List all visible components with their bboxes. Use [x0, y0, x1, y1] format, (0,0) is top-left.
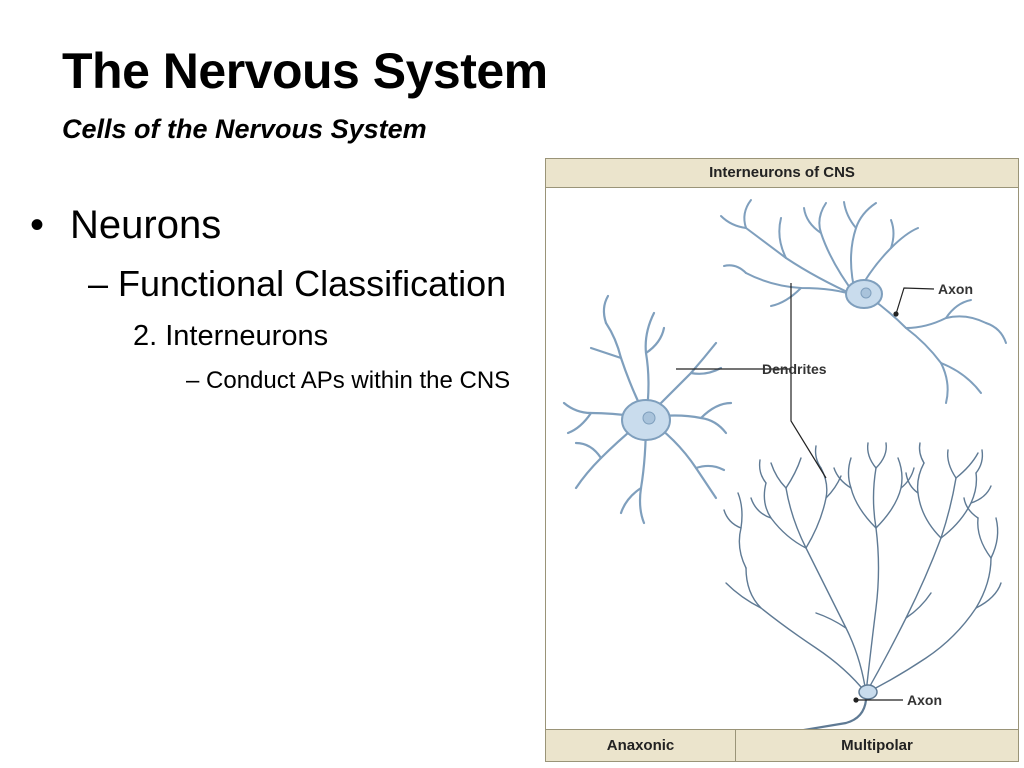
nucleus-top	[860, 287, 872, 299]
bullet-conduct-aps: – Conduct APs within the CNS	[186, 367, 511, 394]
nucleus-left	[642, 411, 656, 425]
bullet-neurons: • Neurons	[30, 205, 221, 245]
purkinje-like-neuron	[723, 442, 1002, 731]
footer-anaxonic: Anaxonic	[546, 730, 736, 761]
label-axon-bottom: Axon	[907, 692, 942, 708]
label-axon-top: Axon	[938, 281, 973, 297]
soma-bottom	[858, 684, 878, 700]
neuron-illustration: Axon Dendrites Axon	[562, 199, 1007, 731]
bullet-functional-classification: – Functional Classification	[88, 263, 507, 304]
slide-title: The Nervous System	[62, 43, 548, 99]
interneuron-figure: Interneurons of CNS	[545, 158, 1019, 762]
footer-multipolar: Multipolar	[841, 737, 913, 754]
bullet-interneurons: 2. Interneurons	[133, 320, 329, 352]
label-dendrites: Dendrites	[762, 361, 827, 377]
bullet-neurons-text: Neurons	[70, 203, 222, 247]
bullet-marker: •	[30, 203, 45, 247]
figure-footer: Anaxonic Multipolar	[546, 729, 1018, 761]
leader-lines	[676, 283, 935, 703]
slide-subtitle: Cells of the Nervous System	[62, 114, 427, 144]
figure-header: Interneurons of CNS	[546, 159, 1018, 188]
